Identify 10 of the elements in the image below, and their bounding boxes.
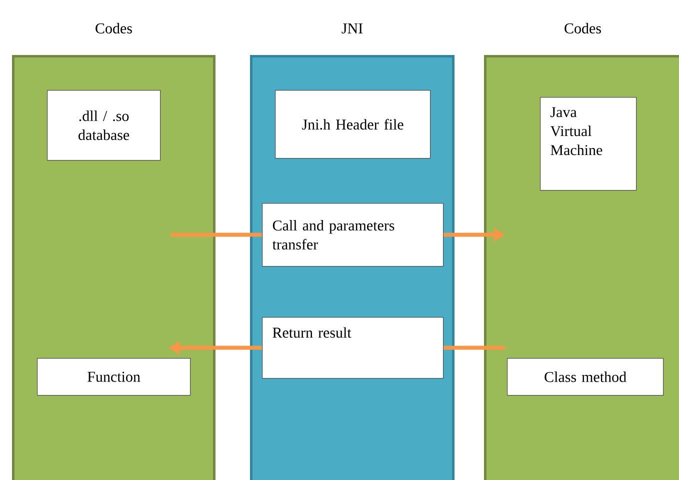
text-box: Call and parameters transfer	[262, 203, 444, 267]
text-box: Class method	[507, 358, 664, 396]
column-heading: JNI	[342, 24, 363, 34]
text-box: Jni.h Header file	[275, 90, 431, 159]
text-box: .dll / .so database	[47, 90, 161, 161]
column-heading: Codes	[96, 22, 132, 34]
text-box: Function	[37, 358, 191, 396]
column-heading: Codes	[564, 22, 601, 34]
text-box: Return result	[262, 317, 444, 379]
text-box: Java Virtual Machine	[540, 97, 637, 191]
